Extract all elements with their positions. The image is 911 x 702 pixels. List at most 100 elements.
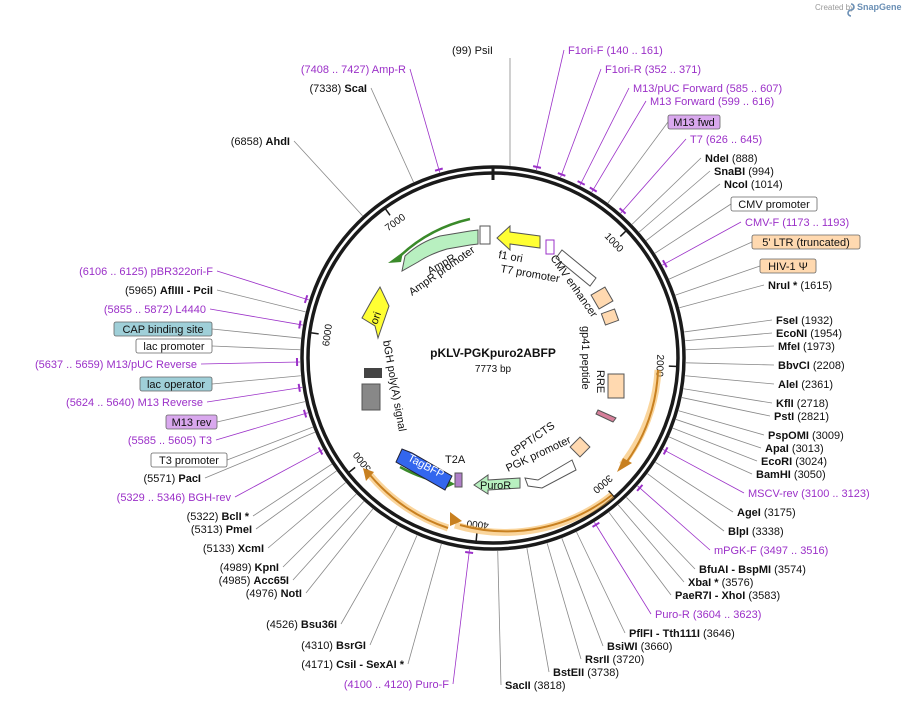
- leader-line-right-20: [668, 436, 753, 475]
- label-part: AgeI: [737, 507, 761, 519]
- label-part: (3013): [789, 443, 824, 455]
- site-label-psii-text: (99) PsiI: [452, 45, 493, 57]
- label-part: BfuAI - BspMI: [699, 564, 771, 576]
- site-label-right-11: EcoNI (1954): [776, 328, 842, 340]
- box-label-bg: [751, 234, 861, 250]
- tick-label-6000: 6000: [321, 323, 335, 347]
- orange-arc-left-line: [369, 474, 449, 529]
- label-part: AhdI: [266, 136, 290, 148]
- box-leader-5: [211, 345, 301, 351]
- primer-tick-left-0: [434, 167, 444, 172]
- label-part: PmeI: [226, 524, 252, 536]
- primer-tick-right-8: [662, 259, 668, 268]
- primer-label-left-3: (6106 .. 6125) pBR322ori-F: [79, 266, 213, 278]
- box-label-5: lac promoter: [135, 338, 213, 354]
- primer-label-right-0: F1ori-F (140 .. 161): [568, 45, 663, 57]
- box-label-text: 5' LTR (truncated): [762, 237, 849, 249]
- orange-arc-bottom-line: [459, 494, 613, 533]
- label-part: AleI: [778, 379, 798, 391]
- label-part: (5133): [203, 543, 238, 555]
- leader-line-right-33: [497, 550, 502, 686]
- box-leader-8: [226, 426, 313, 461]
- label-part: (4171): [301, 659, 336, 671]
- primer-label-right-3: M13 Forward (599 .. 616): [650, 96, 774, 108]
- box-leader-0: [607, 121, 669, 204]
- label-part: (3738): [584, 667, 619, 679]
- label-part: (888): [729, 153, 758, 165]
- box-label-text: M13 fwd: [673, 117, 715, 129]
- label-part: MfeI: [778, 341, 800, 353]
- leader-line-left-0: [409, 68, 441, 173]
- label-part: XbaI *: [688, 577, 719, 589]
- label-part: (3009): [809, 430, 844, 442]
- box-label-2: 5' LTR (truncated): [751, 234, 861, 250]
- box-label-text: T3 promoter: [159, 455, 219, 467]
- gp41-feature: [595, 409, 617, 423]
- label-part: (1954): [807, 328, 842, 340]
- site-label-left-17: (4526) Bsu36I: [266, 619, 337, 631]
- label-part: (4310): [301, 640, 336, 652]
- primer-label-left-5: (5855 .. 5872) L4440: [104, 304, 206, 316]
- leader-line-right-23: [647, 473, 725, 532]
- ori-feature: [361, 285, 390, 340]
- primer-tick-left-5: [298, 320, 302, 329]
- label-part: (4976): [246, 588, 281, 600]
- label-part: (2361): [798, 379, 833, 391]
- leader-line-right-25: [626, 497, 696, 570]
- box-label-bg: [135, 338, 213, 354]
- label-part: (994): [745, 166, 774, 178]
- leader-line-left-3: [216, 270, 310, 301]
- tick-label-7000: 7000: [383, 212, 408, 234]
- label-part: (3338): [749, 526, 784, 538]
- label-part: NruI *: [768, 280, 798, 292]
- leader-line-right-32: [526, 547, 550, 673]
- site-label-right-30: BsiWI (3660): [607, 641, 672, 653]
- label-part: ScaI: [344, 83, 367, 95]
- label-part: PflFI - Tth111I: [629, 628, 700, 640]
- label-part: (3574): [771, 564, 806, 576]
- label-part: Acc65I: [254, 575, 289, 587]
- label-part: ApaI: [765, 443, 789, 455]
- primer-label-right-2: M13/pUC Forward (585 .. 607): [633, 83, 782, 95]
- label-part: FseI: [776, 315, 798, 327]
- label-part: NdeI: [705, 153, 729, 165]
- label-part: (2821): [794, 411, 829, 423]
- label-part: (7338): [310, 83, 345, 95]
- tick-mark-1000: [619, 229, 628, 237]
- leader-line-right-19: [672, 427, 758, 462]
- ltr-feature: [590, 286, 614, 310]
- site-label-psii: (99) PsiI: [452, 45, 493, 57]
- primer-label-right-4: T7 (626 .. 645): [690, 134, 762, 146]
- label-part: BstEII: [553, 667, 584, 679]
- primer-tick-right-24: [636, 484, 644, 492]
- site-label-right-6: SnaBI (994): [714, 166, 774, 178]
- box-leader-2: [668, 241, 753, 280]
- primer-label-left-8: (5585 .. 5605) T3: [128, 435, 212, 447]
- box-label-bg: [139, 376, 213, 392]
- site-label-right-25: BfuAI - BspMI (3574): [699, 564, 806, 576]
- label-part: (4989): [220, 562, 255, 574]
- primer-tick-right-4: [618, 207, 627, 215]
- label-part: EcoNI: [776, 328, 807, 340]
- cmv-enhancer-feature: [555, 249, 597, 287]
- label-part: Bsu36I: [301, 619, 337, 631]
- primer-tick-left-20: [465, 551, 474, 555]
- label-part: PaeR7I - XhoI: [675, 590, 745, 602]
- box-label-text: HIV-1 Ψ: [768, 261, 808, 273]
- label-puror: PuroR: [480, 480, 511, 492]
- tick-mark-3000: [608, 490, 616, 498]
- site-label-right-31: RsrII (3720): [585, 654, 644, 666]
- leader-line-right-22: [655, 461, 734, 513]
- feature-shapes: [361, 224, 625, 495]
- box-label-text: lac promoter: [143, 341, 204, 353]
- label-part: EcoRI: [761, 456, 792, 468]
- leader-line-right-9: [679, 284, 765, 309]
- primer-label-left-0: (7408 .. 7427) Amp-R: [301, 64, 406, 76]
- primer-tick-left-3: [303, 294, 309, 304]
- tagbfp-feature: [395, 448, 453, 491]
- leader-line-right-12: [685, 345, 775, 351]
- site-label-left-15: (4985) Acc65I: [219, 575, 289, 587]
- leader-line-right-1: [560, 68, 602, 178]
- label-part: PstI: [774, 411, 794, 423]
